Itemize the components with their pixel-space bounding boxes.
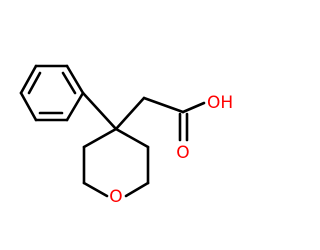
- bond: [114, 127, 150, 149]
- bond: [114, 96, 146, 131]
- bond: [81, 91, 118, 131]
- bond: [65, 91, 85, 122]
- bond: [124, 181, 150, 198]
- bond: [142, 96, 185, 114]
- hydroxyl-label: OH: [207, 93, 233, 113]
- aromatic-inner-bond: [27, 71, 42, 95]
- chemical-structure: O O OH: [19, 64, 233, 207]
- oxane-ring: [82, 127, 150, 198]
- bond: [19, 91, 38, 122]
- bond: [19, 64, 38, 95]
- acetic-acid-chain: [114, 96, 206, 142]
- carbonyl-oxygen-label: O: [176, 143, 189, 163]
- bond: [82, 127, 118, 149]
- phenyl-ring: [19, 64, 85, 122]
- bond: [181, 101, 206, 114]
- bond: [82, 181, 109, 198]
- bond: [65, 64, 85, 95]
- ring-oxygen-label: O: [109, 187, 122, 207]
- aromatic-inner-bond: [61, 71, 77, 95]
